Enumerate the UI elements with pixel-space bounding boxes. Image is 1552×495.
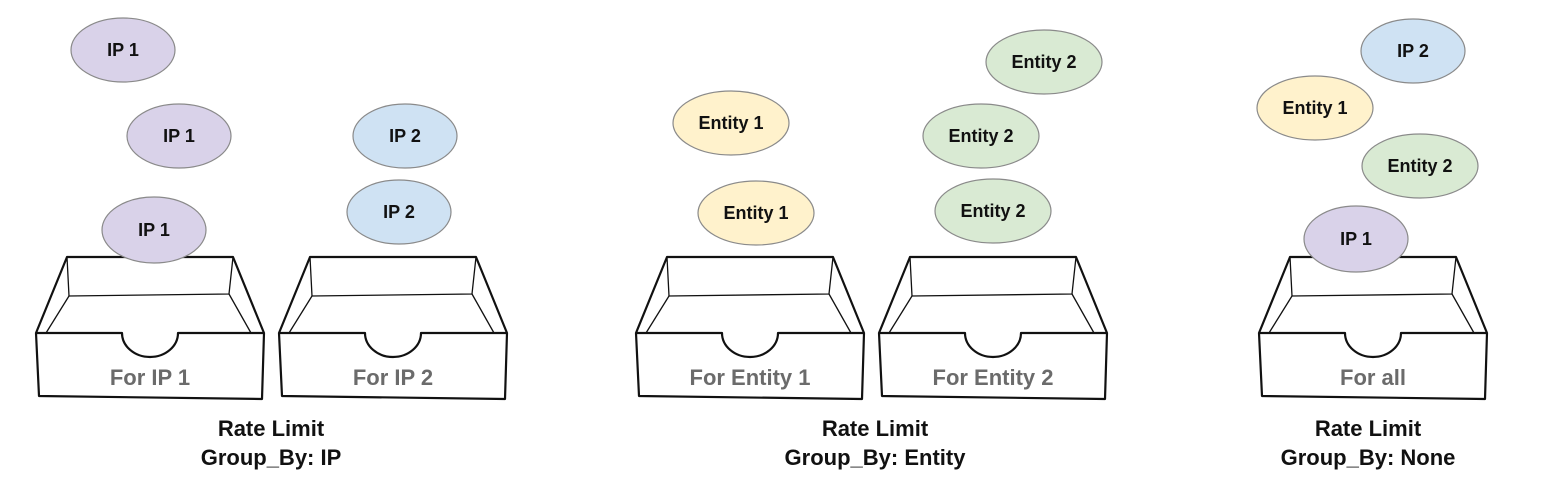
tray-for-ip-1: For IP 1	[34, 255, 266, 401]
ball-label: IP 1	[163, 126, 195, 146]
group-by-entity: Entity 1 Entity 1 Entity 2 Entity 2 Enti…	[634, 29, 1109, 470]
ball-label: Entity 2	[1387, 156, 1452, 176]
ball-label: Entity 1	[698, 113, 763, 133]
ball	[1303, 205, 1409, 273]
group-by-ip: IP 1 IP 1 IP 2 IP 2 For IP 1 IP 1 For IP…	[34, 17, 509, 470]
ball	[346, 179, 452, 245]
ball	[697, 180, 815, 246]
tray-for-all: For all	[1257, 255, 1489, 401]
ball-label: Entity 1	[723, 203, 788, 223]
group-by-none: IP 2 Entity 1 Entity 2 For all IP 1 Rate…	[1256, 18, 1489, 470]
caption-title: Rate Limit	[822, 416, 929, 441]
ball	[1256, 75, 1374, 141]
balls-ip1: IP 1 IP 1	[70, 17, 232, 169]
ball	[101, 196, 207, 264]
tray-for-entity-1: For Entity 1	[634, 255, 866, 401]
ball-label: Entity 1	[1282, 98, 1347, 118]
ball	[1361, 133, 1479, 199]
ball	[126, 103, 232, 169]
tray-for-entity-2: For Entity 2	[877, 255, 1109, 401]
tray-label: For IP 1	[110, 365, 190, 390]
ball-label: Entity 2	[960, 201, 1025, 221]
ball	[70, 17, 176, 83]
tray-label: For IP 2	[353, 365, 433, 390]
caption-group-by: Group_By: IP	[201, 445, 342, 470]
ball-label: IP 2	[1397, 41, 1429, 61]
ball	[672, 90, 790, 156]
ball-label: IP 2	[389, 126, 421, 146]
ball-label: Entity 2	[1011, 52, 1076, 72]
ball-label: IP 1	[138, 220, 170, 240]
tray-label: For Entity 1	[689, 365, 810, 390]
caption-title: Rate Limit	[1315, 416, 1422, 441]
ball	[352, 103, 458, 169]
ball	[922, 103, 1040, 169]
ball-label: IP 1	[1340, 229, 1372, 249]
tray-label: For Entity 2	[932, 365, 1053, 390]
tray-label: For all	[1340, 365, 1406, 390]
caption-group-by: Group_By: None	[1281, 445, 1456, 470]
ball	[985, 29, 1103, 95]
ball-label: IP 1	[107, 40, 139, 60]
caption-group-by: Group_By: Entity	[785, 445, 967, 470]
ball	[1360, 18, 1466, 84]
ball	[934, 178, 1052, 244]
tray-for-ip-2: For IP 2	[277, 255, 509, 401]
caption-title: Rate Limit	[218, 416, 325, 441]
ball-label: Entity 2	[948, 126, 1013, 146]
balls-ip2: IP 2 IP 2	[346, 103, 458, 245]
ball-label: IP 2	[383, 202, 415, 222]
